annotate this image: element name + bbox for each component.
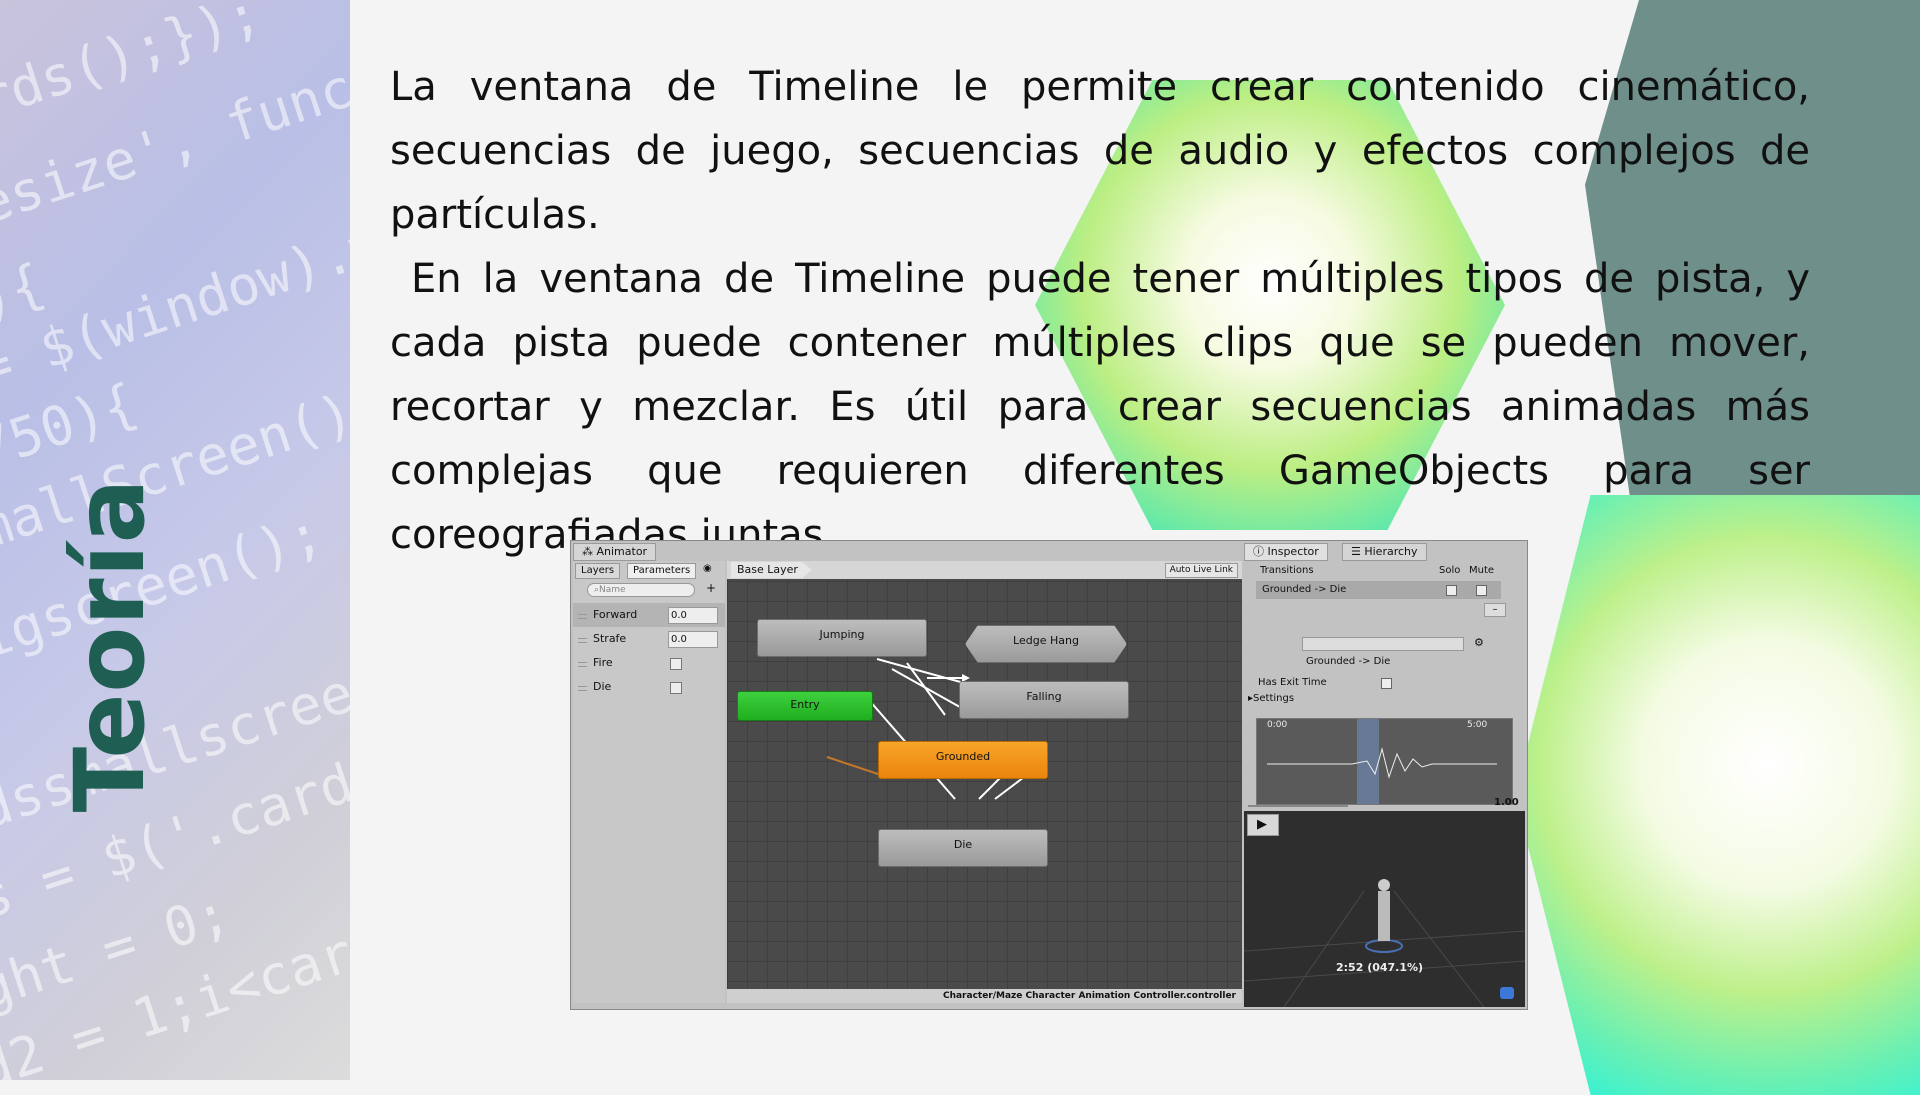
timeline-end: 5:00: [1467, 720, 1488, 730]
remove-transition-button[interactable]: –: [1484, 603, 1506, 617]
drag-handle-icon[interactable]: [578, 686, 587, 691]
play-icon: ▶: [1257, 817, 1267, 832]
info-icon: ⓘ: [1253, 545, 1268, 558]
animator-tab-label: Animator: [596, 545, 648, 558]
controller-path: Character/Maze Character Animation Contr…: [727, 989, 1242, 1003]
state-node-entry[interactable]: Entry: [737, 691, 873, 721]
state-node-grounded[interactable]: Grounded: [878, 741, 1048, 779]
curve-icon: [1267, 747, 1497, 779]
code-background-panel: rds();}); esize', functi ){ = $(window).…: [0, 0, 350, 1080]
drag-handle-icon[interactable]: [578, 662, 587, 667]
teal-hexagon-decoration: [1585, 0, 1920, 560]
auto-live-link-button[interactable]: Auto Live Link: [1164, 563, 1238, 578]
parameter-row[interactable]: Forward 0.0: [573, 603, 725, 627]
tab-parameters[interactable]: Parameters: [627, 563, 697, 579]
parameter-row[interactable]: Die: [573, 675, 725, 699]
transition-item-label: Grounded -> Die: [1262, 584, 1347, 595]
preview-panel: ▶ 2:52 (047.1%): [1244, 811, 1525, 1007]
hierarchy-tab-label: Hierarchy: [1364, 545, 1418, 558]
solo-label: Solo: [1439, 565, 1461, 576]
animator-tab[interactable]: ⁂ Animator: [573, 543, 657, 561]
state-node-ledge-hang[interactable]: Ledge Hang: [965, 625, 1127, 663]
settings-foldout[interactable]: ▸Settings: [1248, 693, 1294, 704]
speed-slider-track[interactable]: [1248, 805, 1348, 807]
transition-timeline[interactable]: 0:00 5:00: [1256, 718, 1513, 805]
paragraph: La ventana de Timeline le permite crear …: [390, 64, 1810, 238]
search-placeholder: Name: [599, 585, 626, 595]
parameter-name: Strafe: [593, 632, 627, 645]
triangle-right-icon: ▸: [1248, 693, 1254, 704]
parameter-value-input[interactable]: 0.0: [668, 607, 718, 624]
solo-checkbox[interactable]: [1446, 585, 1457, 596]
parameter-checkbox[interactable]: [670, 658, 682, 670]
graph-toolbar: Base Layer Auto Live Link: [727, 561, 1242, 579]
preview-time: 2:52 (047.1%): [1336, 961, 1424, 974]
parameter-name: Die: [593, 680, 612, 693]
paragraph: En la ventana de Timeline puede tener mú…: [390, 256, 1810, 558]
has-exit-time-label: Has Exit Time: [1258, 677, 1327, 688]
parameter-row[interactable]: Fire: [573, 651, 725, 675]
state-node-die[interactable]: Die: [878, 829, 1048, 867]
search-icon: ⌕: [594, 585, 600, 595]
transition-name-field[interactable]: [1302, 637, 1464, 651]
code-line: = $(window).wid: [0, 190, 350, 402]
tab-layers[interactable]: Layers: [575, 563, 621, 579]
eye-icon[interactable]: ◉: [703, 563, 712, 574]
character-preview: [1244, 879, 1525, 1007]
section-title: Teoría: [54, 477, 166, 813]
add-parameter-button[interactable]: +: [706, 581, 717, 595]
gear-icon[interactable]: ⚙: [1474, 636, 1484, 649]
play-button[interactable]: ▶: [1247, 814, 1279, 836]
state-node-falling[interactable]: Falling: [959, 681, 1129, 719]
list-icon: ☰: [1351, 545, 1365, 558]
breadcrumb[interactable]: Base Layer: [731, 562, 812, 578]
gradient-hexagon-decoration: [1515, 495, 1920, 1095]
mute-label: Mute: [1469, 565, 1495, 576]
timeline-start: 0:00: [1267, 720, 1288, 730]
settings-label: Settings: [1253, 693, 1295, 704]
transition-title: Grounded -> Die: [1306, 656, 1391, 667]
tab-inspector[interactable]: ⓘ Inspector: [1244, 543, 1328, 561]
parameters-panel: Layers Parameters ◉ ⌕Name + Forward 0.0 …: [573, 561, 725, 1003]
speed-value: 1.00: [1494, 797, 1519, 808]
drag-handle-icon[interactable]: [578, 638, 587, 643]
transition-list-item[interactable]: Grounded -> Die: [1256, 581, 1501, 599]
glow-hexagon-decoration: [1035, 80, 1505, 530]
transition-range[interactable]: [1357, 719, 1379, 804]
parameter-name: Fire: [593, 656, 613, 669]
drag-handle-icon[interactable]: [578, 614, 587, 619]
parameter-checkbox[interactable]: [670, 682, 682, 694]
parameter-name: Forward: [593, 608, 638, 621]
animator-screenshot: ⁂ Animator Layers Parameters ◉ ⌕Name + F…: [570, 540, 1528, 1010]
state-graph[interactable]: Base Layer Auto Live Link Jumping Ledge …: [727, 561, 1242, 1003]
animator-icon: ⁂: [582, 545, 597, 558]
body-text: La ventana de Timeline le permite crear …: [390, 55, 1810, 567]
tag-icon[interactable]: [1500, 987, 1514, 999]
state-node-jumping[interactable]: Jumping: [757, 619, 927, 657]
search-input[interactable]: ⌕Name: [587, 583, 695, 597]
has-exit-time-checkbox[interactable]: [1381, 678, 1392, 689]
tab-hierarchy[interactable]: ☰ Hierarchy: [1342, 543, 1427, 561]
parameter-row[interactable]: Strafe 0.0: [573, 627, 725, 651]
mute-checkbox[interactable]: [1476, 585, 1487, 596]
transitions-label: Transitions: [1260, 565, 1314, 576]
parameter-value-input[interactable]: 0.0: [668, 631, 718, 648]
inspector-panel: ⓘ Inspector ☰ Hierarchy Transitions Solo…: [1244, 543, 1525, 809]
inspector-tab-label: Inspector: [1267, 545, 1319, 558]
